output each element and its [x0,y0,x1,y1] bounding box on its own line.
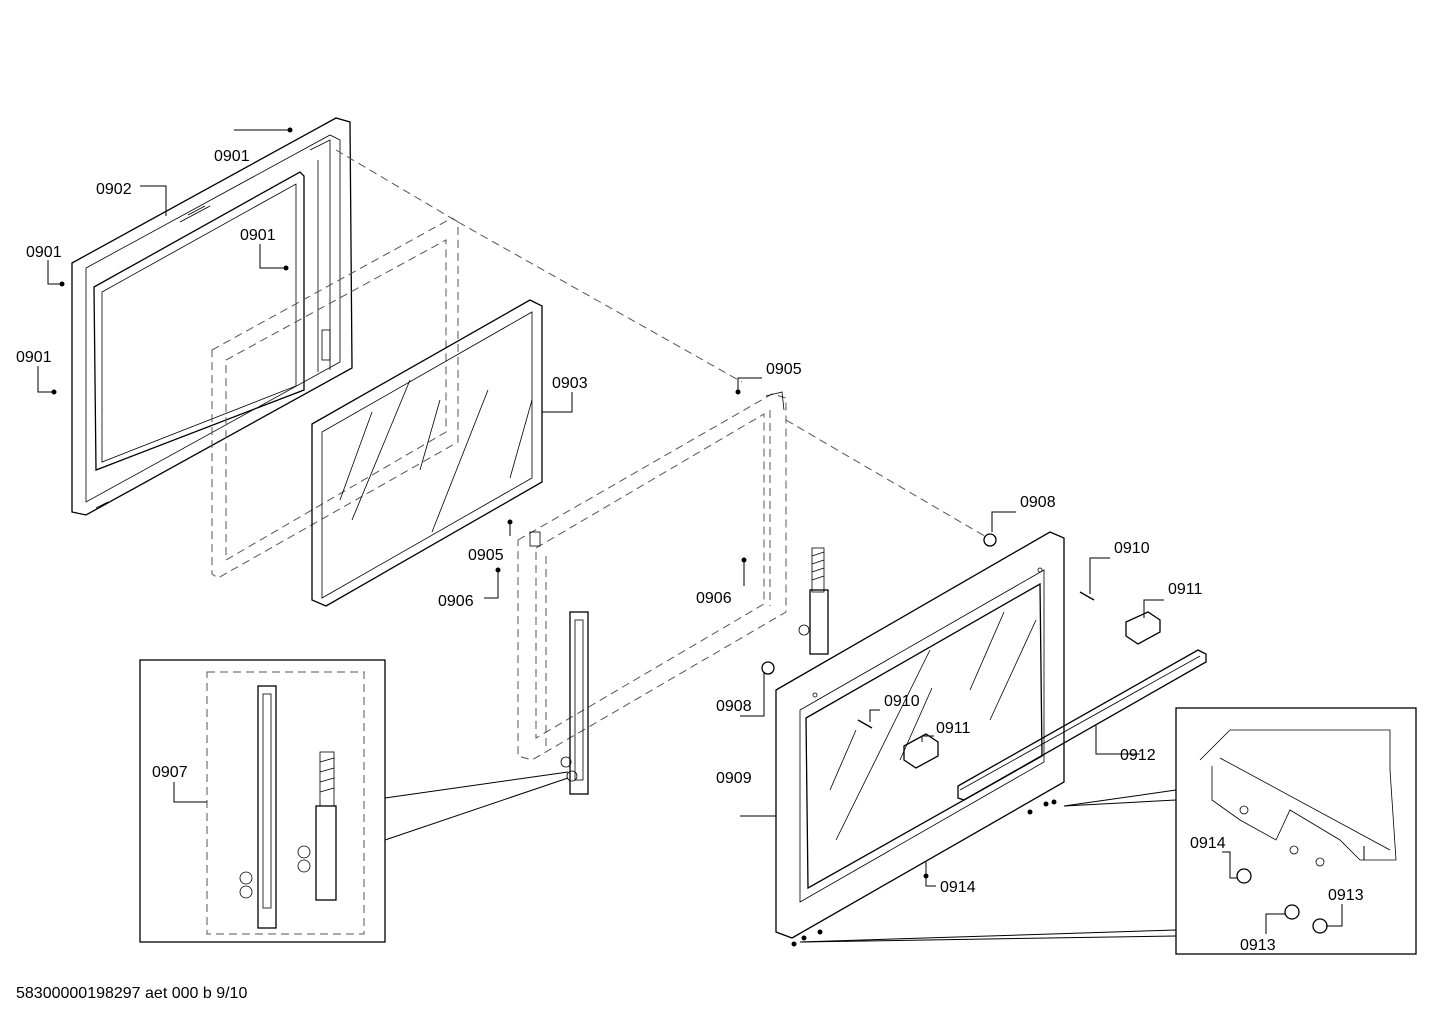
callout-0908-mid: 0908 [716,698,752,715]
detail-box-bottom-fittings [799,707,1417,955]
callout-0907: 0907 [152,764,188,781]
callout-leaders [37,127,1343,947]
callout-0901-top: 0901 [214,148,250,165]
callout-0914-main: 0914 [940,879,976,896]
part-hinge-left [560,611,589,795]
part-0903-glass-pane [311,299,543,607]
callout-0912: 0912 [1120,747,1156,764]
callout-0913-bottom: 0913 [1240,937,1276,954]
callout-0901-left: 0901 [26,244,62,261]
parts-small-fittings [761,533,1161,769]
callout-0902: 0902 [96,181,132,198]
callout-0911-mid: 0911 [936,720,971,737]
callout-0903: 0903 [552,375,588,392]
part-0902-door-frame [71,117,353,516]
part-0912-handle [957,649,1207,801]
callout-0913-right: 0913 [1328,887,1364,904]
detail-box-hinges [139,659,569,943]
callout-0905-mid: 0905 [468,547,504,564]
part-0909-front-door [775,531,1065,939]
callout-0911-top: 0911 [1168,581,1203,598]
callout-0901-lower: 0901 [16,349,52,366]
callout-0914-detail: 0914 [1190,835,1226,852]
callout-0910-mid: 0910 [884,693,920,710]
callout-0910-top: 0910 [1114,540,1150,557]
dashed-inner-frame [211,149,989,579]
callout-0906-right: 0906 [696,590,732,607]
callout-labels: 0901 0902 0901 0901 0901 0903 0905 0905 … [16,148,1364,954]
part-hinge-carrier-frame [517,391,787,761]
callout-0909: 0909 [716,770,752,787]
document-reference-footer: 58300000198297 aet 000 b 9/10 [16,985,247,1002]
callout-0908-top: 0908 [1020,494,1056,511]
callout-0901-inner: 0901 [240,227,276,244]
callout-0906-left: 0906 [438,593,474,610]
part-hinge-right [798,547,829,655]
callout-0905-top: 0905 [766,361,802,378]
